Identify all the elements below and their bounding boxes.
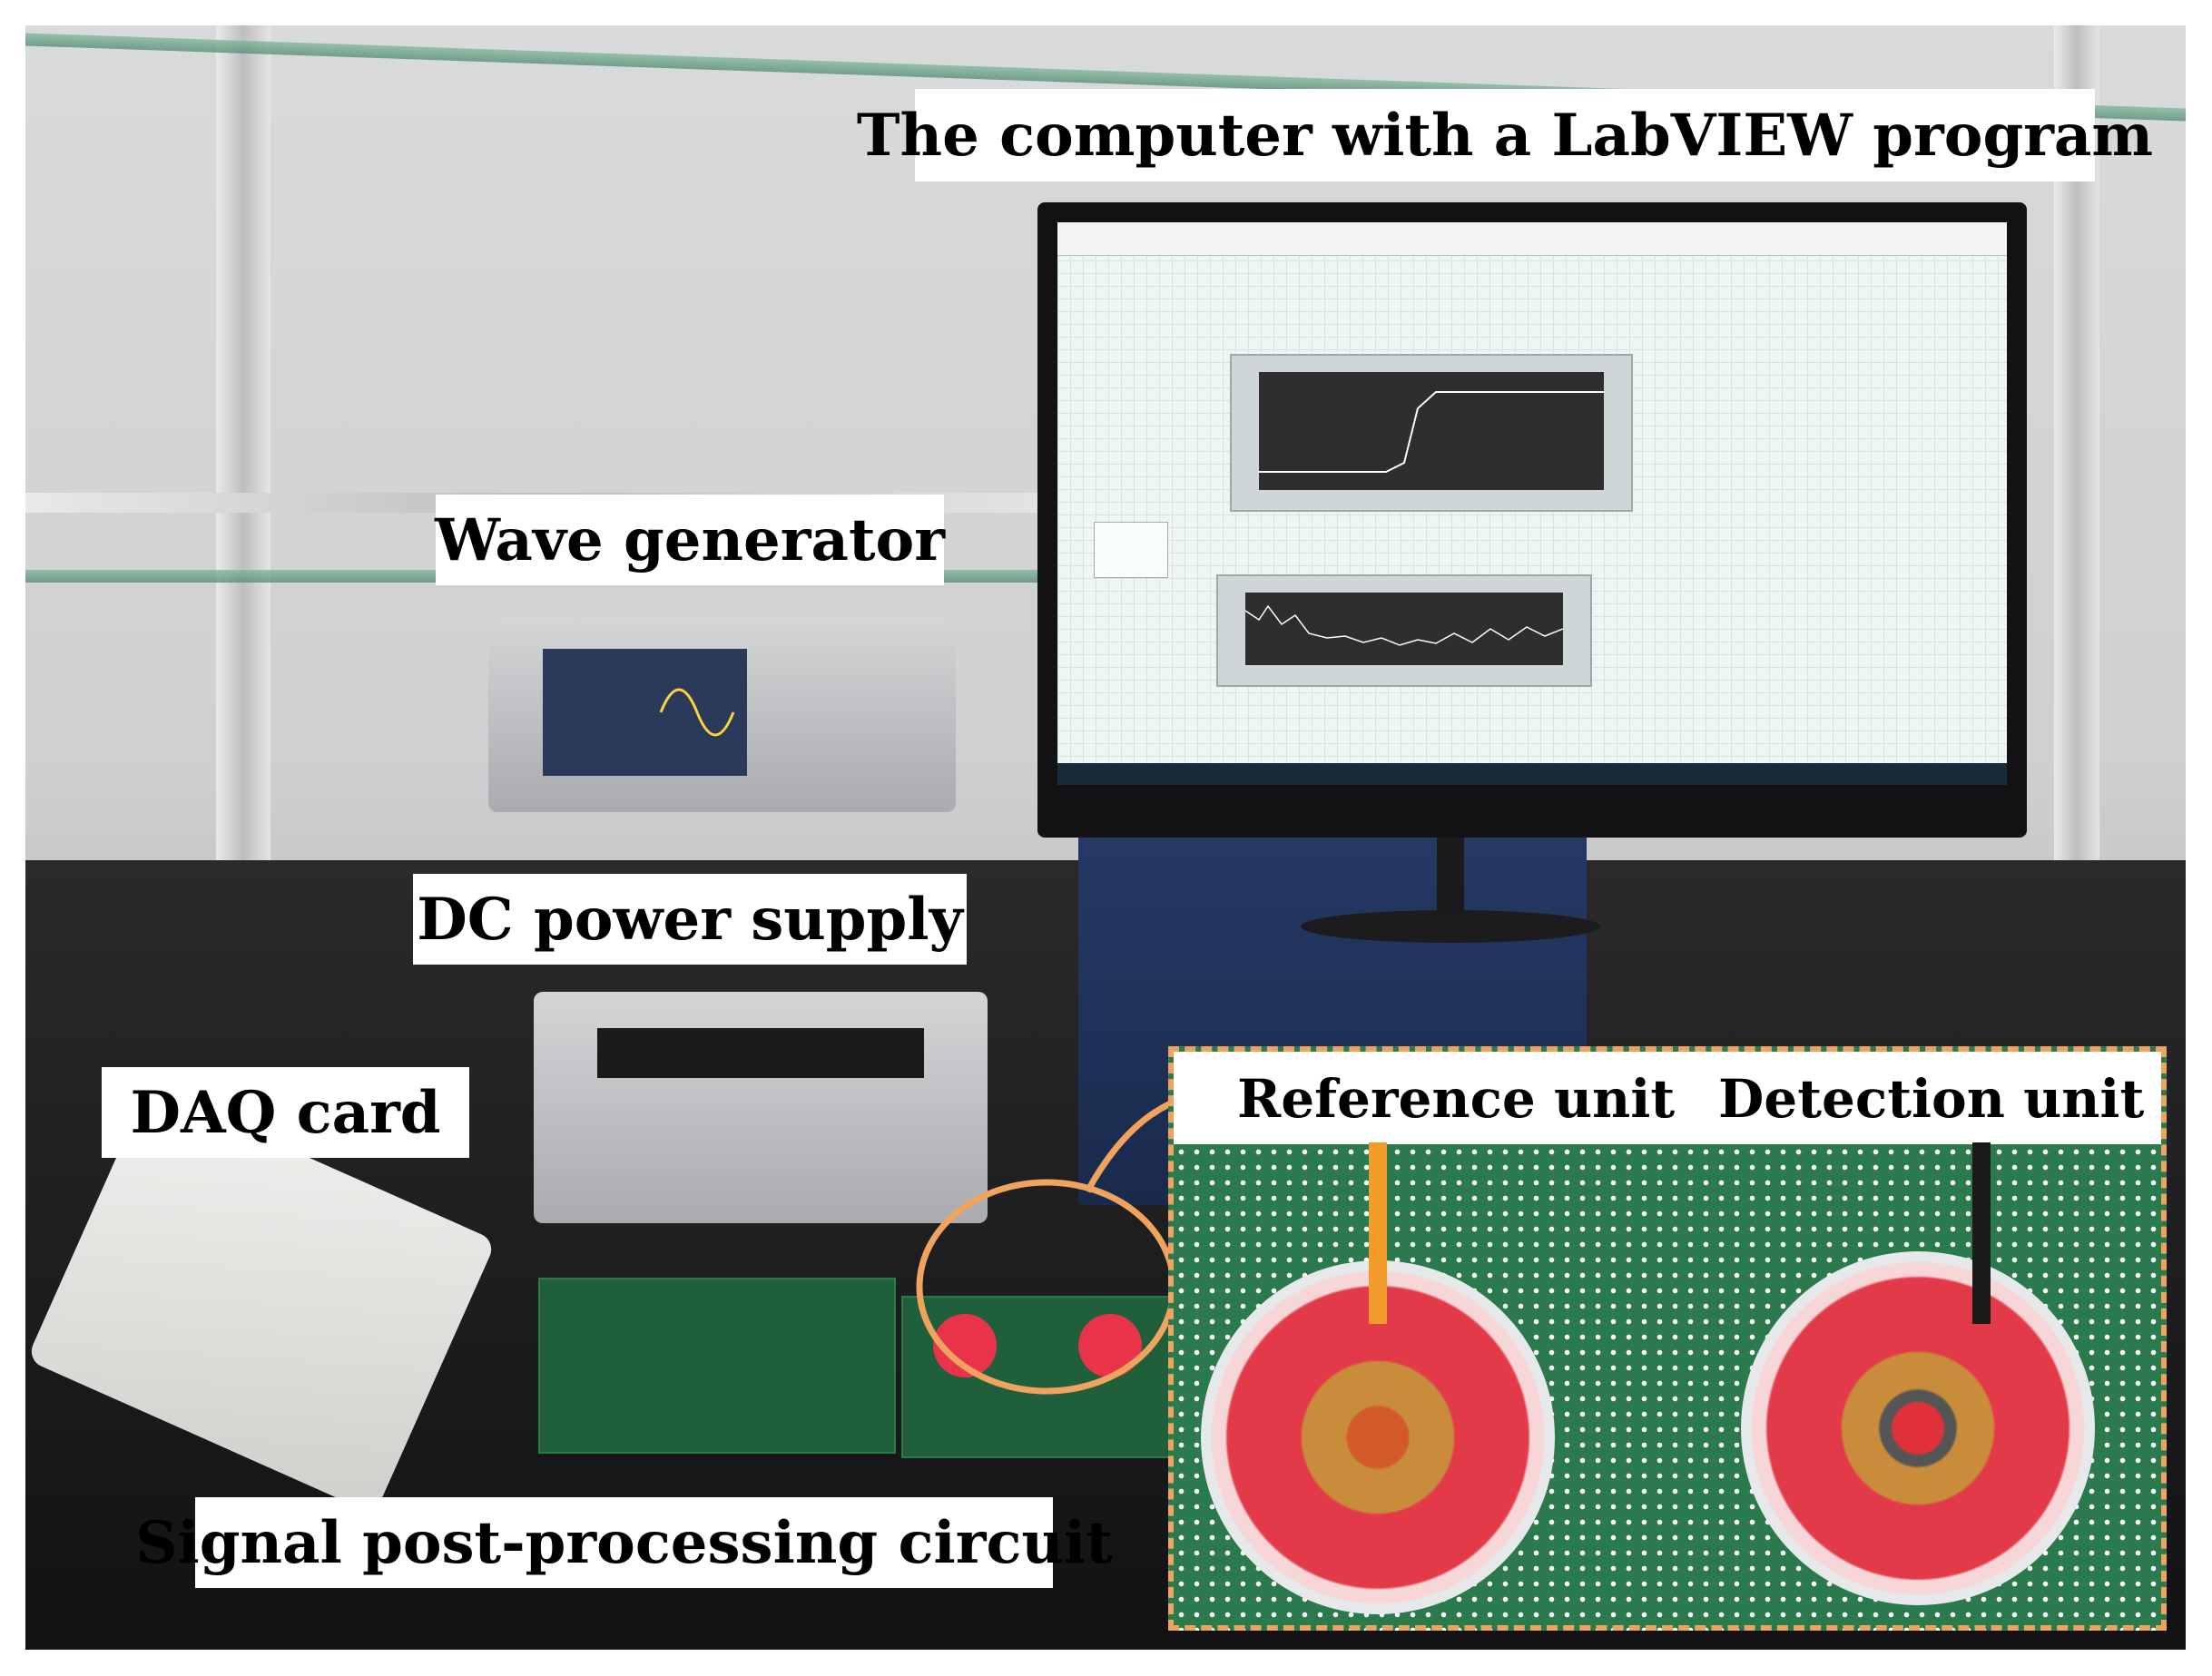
detection-coil	[1741, 1251, 2095, 1605]
shelf-pole	[216, 25, 270, 860]
monitor	[1037, 202, 2027, 838]
wave-generator-device	[488, 617, 956, 812]
daq-card-label: DAQ card	[102, 1067, 469, 1158]
detection-wire	[1972, 1142, 1991, 1324]
noise-curve	[1244, 604, 1564, 646]
wave-generator-screen	[543, 649, 747, 776]
reference-unit-label: Reference unit	[1237, 1068, 1676, 1130]
step-curve	[1259, 391, 1604, 473]
taskbar	[1057, 763, 2007, 785]
computer-label: The computer with a LabVIEW program	[857, 89, 2153, 181]
wave-generator-label: Wave generator	[435, 495, 945, 585]
indicator-box	[1094, 522, 1168, 578]
dc-power-label: DC power supply	[413, 874, 967, 965]
sine-wave	[659, 688, 735, 737]
detection-unit-label: Detection unit	[1718, 1068, 2145, 1130]
labview-front-panel	[1057, 222, 2007, 785]
monitor-stand	[1437, 838, 1464, 915]
dc-power-device	[534, 992, 988, 1223]
waveform-graph-bottom	[1216, 574, 1592, 687]
monitor-base	[1301, 910, 1600, 943]
circuit-board	[538, 1278, 896, 1454]
waveform-graph-top	[1230, 354, 1633, 512]
lab-photo	[25, 25, 2186, 1650]
dc-power-display	[597, 1028, 924, 1078]
reference-wire	[1369, 1142, 1387, 1324]
highlight-circle	[916, 1179, 1177, 1395]
window-toolbar	[1057, 222, 2007, 256]
signal-circuit-label: Signal post-processing circuit	[135, 1497, 1113, 1588]
inset-zoom: Reference unit Detection unit	[1168, 1046, 2167, 1631]
